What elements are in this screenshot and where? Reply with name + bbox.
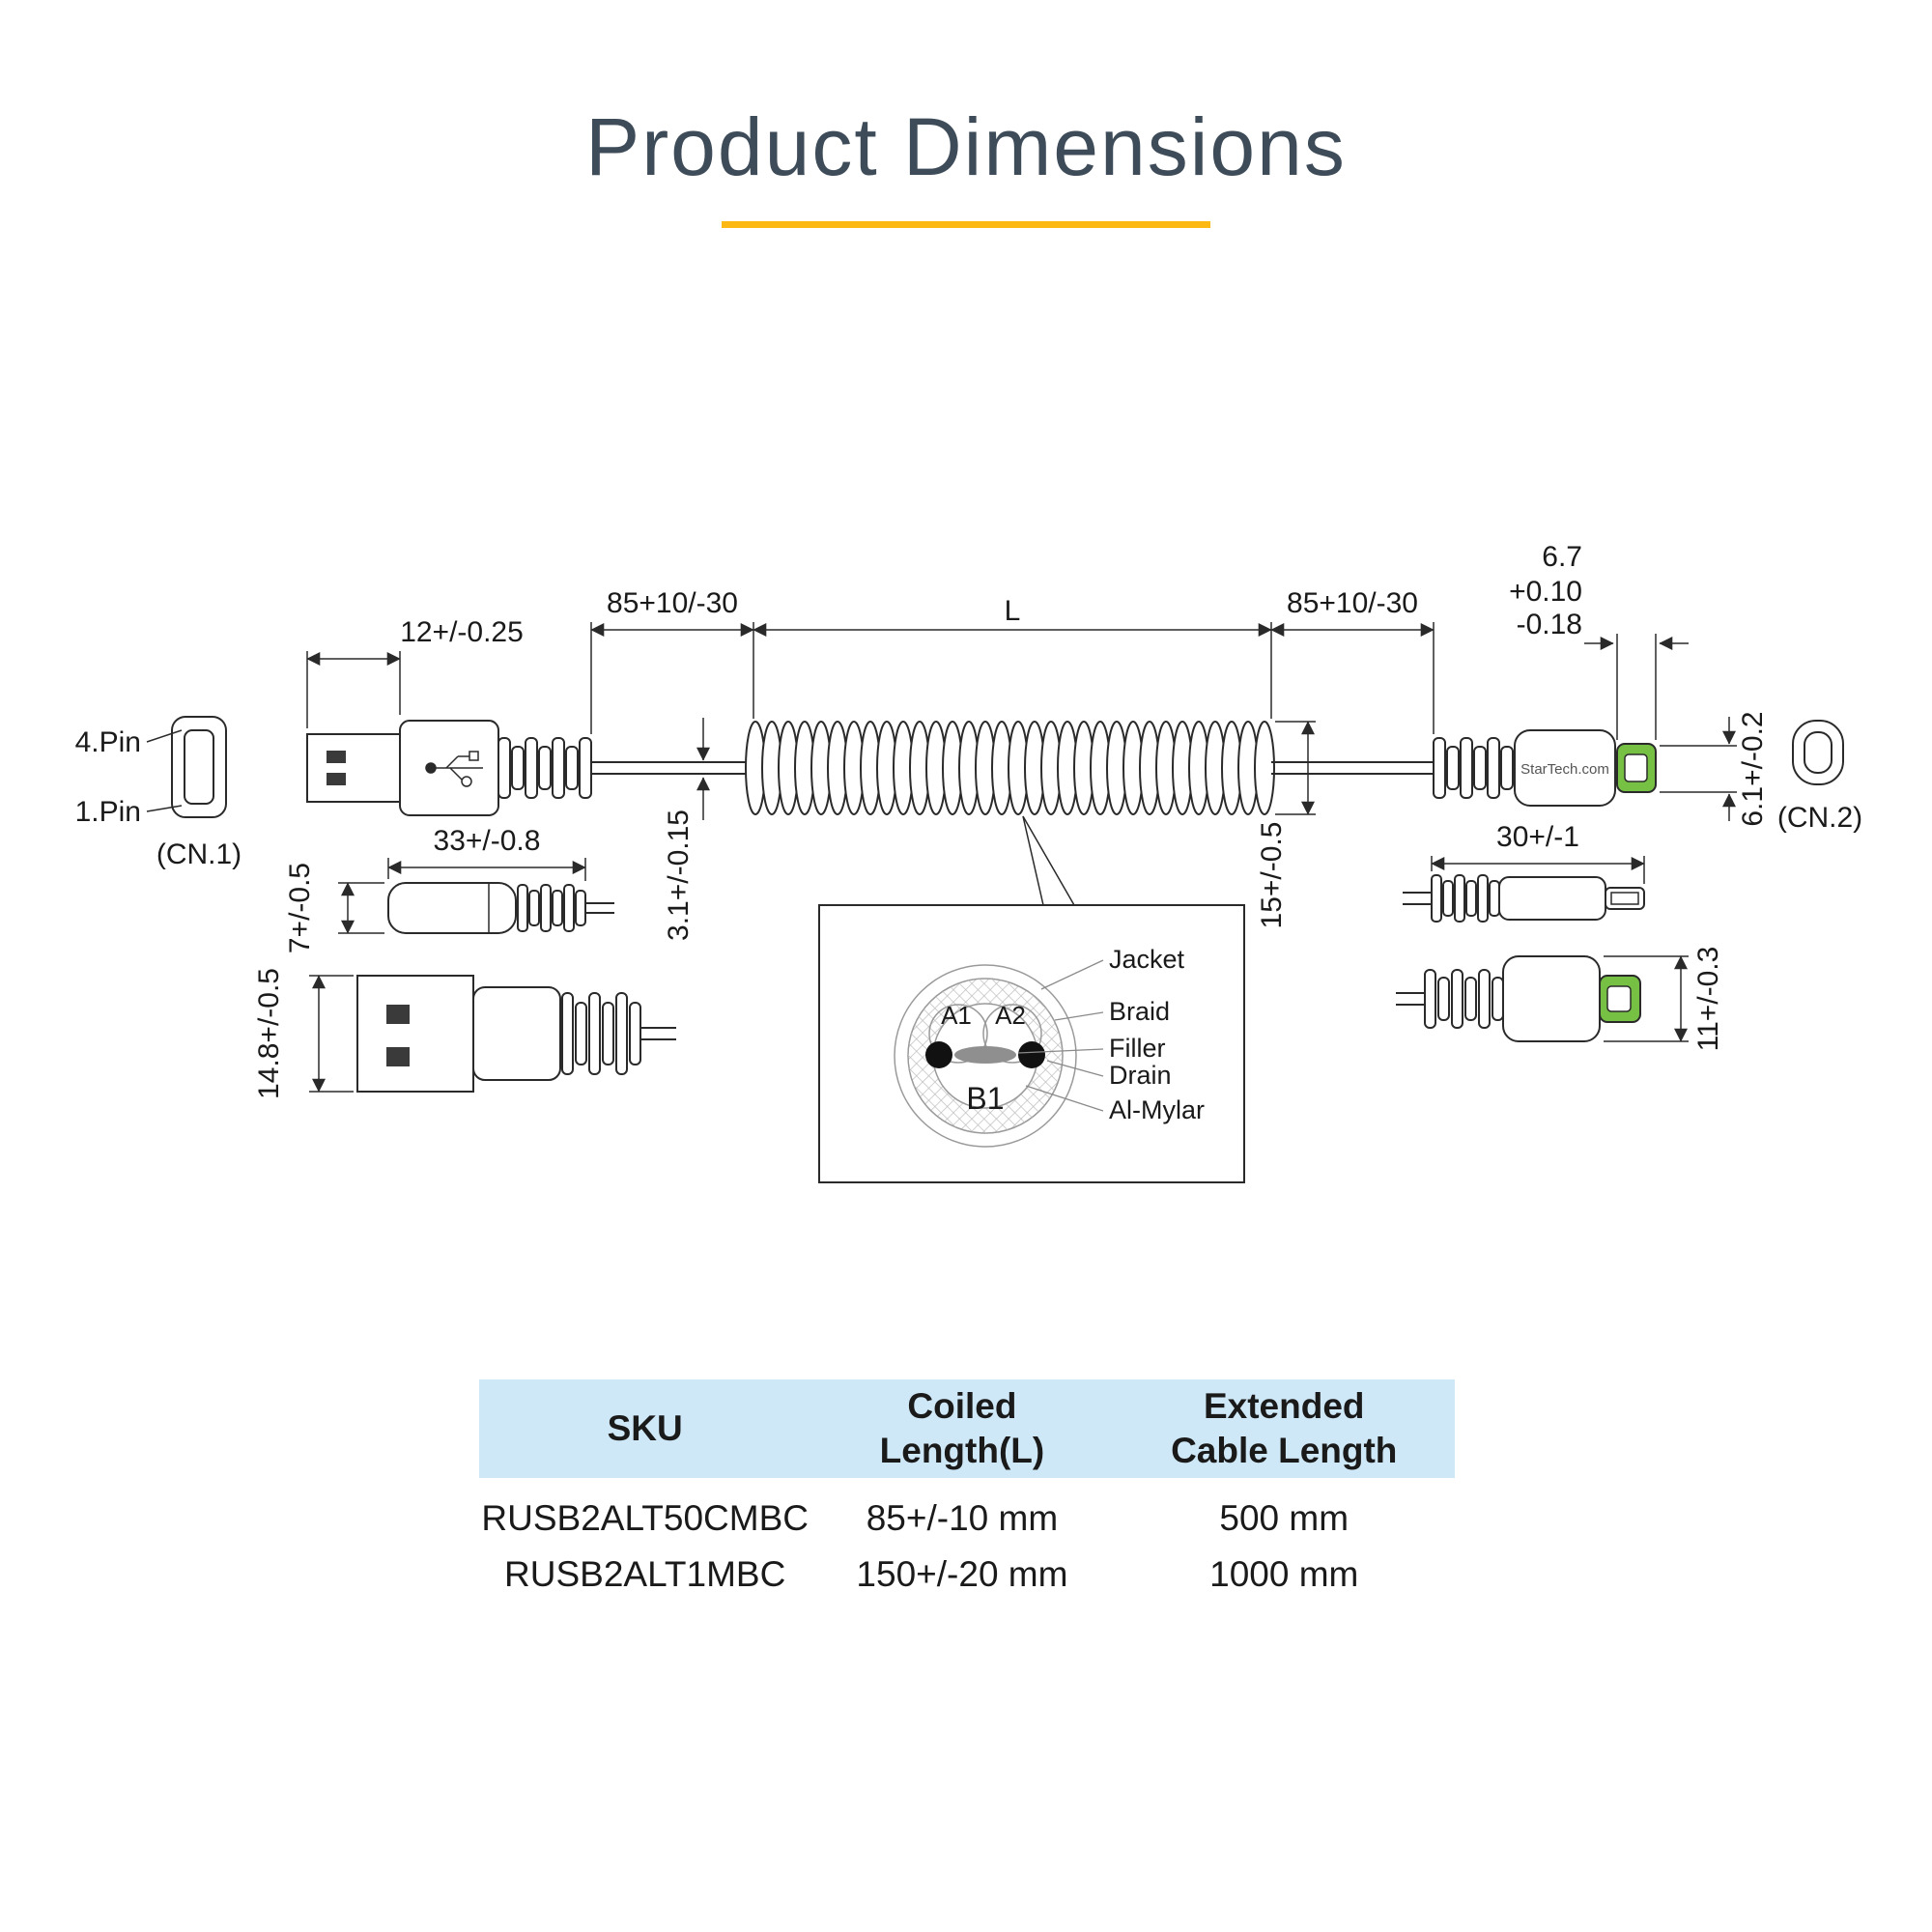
a2-label: A2 <box>995 1001 1026 1030</box>
page-header: Product Dimensions <box>0 100 1932 228</box>
usb-overmold-height-value: 7+/-0.5 <box>284 863 316 953</box>
usb-side-view-thin <box>387 882 614 934</box>
cross-section-labels: Jacket Braid Filler Drain Al-Mylar <box>1017 945 1205 1124</box>
coil-length-label: L <box>1005 595 1021 627</box>
filler-label: Filler <box>1109 1034 1166 1063</box>
cell-extended-length: 1000 mm <box>1209 1554 1359 1594</box>
al-mylar-label: Al-Mylar <box>1109 1095 1205 1124</box>
usb-shell-window <box>386 1047 410 1066</box>
conductor-a2 <box>982 1004 1042 1064</box>
usb-plug-height-value: 14.8+/-0.5 <box>253 968 285 1099</box>
dim-lightning-body-height: 11+/-0.3 <box>1604 947 1724 1052</box>
header-sku: SKU <box>479 1379 811 1478</box>
coil-od-value: 15+/-0.5 <box>1256 822 1288 929</box>
cell-extended-length: 500 mm <box>1219 1498 1350 1538</box>
lightning-tip-height-value: 6.1+/-0.2 <box>1737 711 1769 826</box>
cn2-front-view: (CN.2) <box>1777 720 1862 834</box>
strain-relief-left <box>497 737 592 799</box>
lightning-length-value: 30+/-1 <box>1496 821 1579 853</box>
jacket-label: Jacket <box>1109 945 1185 974</box>
title-underline <box>722 221 1210 228</box>
cross-section-callout: A1 A2 B1 Jacket Braid Filler Drain Al-My… <box>818 815 1245 1183</box>
header-coiled-length: Coiled Length(L) <box>810 1379 1114 1478</box>
lightning-body-height-value: 11+/-0.3 <box>1692 947 1724 1052</box>
cn2-label: (CN.2) <box>1777 802 1862 834</box>
strain-relief-right <box>1433 737 1514 799</box>
dim-coil-lead-left: 85+10/-30 <box>590 587 754 734</box>
drain-wire-right <box>1018 1041 1045 1068</box>
tip-width-tol-plus: +0.10 <box>1509 576 1582 608</box>
pin1-label: 1.Pin <box>75 796 141 828</box>
usb-side-view-wide <box>356 975 676 1093</box>
cn1-label: (CN.1) <box>156 838 242 870</box>
dim-coil-length: L <box>753 595 1272 637</box>
cell-coiled-length: 85+/-10 mm <box>866 1498 1059 1538</box>
tip-width-tol-minus: -0.18 <box>1517 609 1582 640</box>
cable-cross-section: A1 A2 B1 <box>894 964 1077 1148</box>
conductor-a1 <box>928 1004 988 1064</box>
cell-sku: RUSB2ALT50CMBC <box>481 1498 809 1538</box>
dim-lightning-tip-height: 6.1+/-0.2 <box>1660 711 1769 827</box>
coil-lead-right-value: 85+10/-30 <box>1287 587 1418 619</box>
dim-coil-lead-right: 85+10/-30 <box>1270 587 1435 734</box>
dim-usb-overmold-height: 7+/-0.5 <box>284 863 384 953</box>
usb-a-top-view <box>306 720 499 816</box>
usb-shell-window <box>386 1005 410 1024</box>
dim-coil-od: 15+/-0.5 <box>1256 721 1316 929</box>
header-extended-length: Extended Cable Length <box>1113 1379 1455 1478</box>
cable-right <box>1271 761 1434 775</box>
filler-shape <box>954 1046 1016 1064</box>
lightning-side-view-wide <box>1396 955 1641 1042</box>
usb-shell-window <box>327 751 346 763</box>
dim-tip-width: 6.7 +0.10 -0.18 <box>1509 541 1689 740</box>
cable-left <box>591 761 753 775</box>
coil-lead-left-value: 85+10/-30 <box>607 587 738 619</box>
b1-label: B1 <box>966 1081 1004 1116</box>
drain-wire-left <box>925 1041 952 1068</box>
table-header-row: SKU Coiled Length(L) Extended Cable Leng… <box>479 1379 1455 1478</box>
lightning-tip <box>1616 743 1657 793</box>
page-title: Product Dimensions <box>585 101 1347 192</box>
cell-sku: RUSB2ALT1MBC <box>504 1554 786 1594</box>
dim-usb-plug-height: 14.8+/-0.5 <box>253 968 354 1099</box>
table-row: RUSB2ALT1MBC 150+/-20 mm 1000 mm <box>479 1547 1455 1603</box>
usb-shell-window <box>327 773 346 785</box>
table-row: RUSB2ALT50CMBC 85+/-10 mm 500 mm <box>479 1478 1455 1547</box>
pin4-label: 4.Pin <box>75 726 141 758</box>
tip-width-value: 6.7 <box>1542 541 1582 573</box>
usb-trident-icon <box>425 751 483 787</box>
dim-usb-plug-width: 12+/-0.25 <box>306 616 524 728</box>
cn1-front-view: 4.Pin 1.Pin (CN.1) <box>75 716 242 870</box>
cell-coiled-length: 150+/-20 mm <box>856 1554 1068 1594</box>
dim-cable-od: 3.1+/-0.15 <box>663 718 710 941</box>
lightning-side-view-thin <box>1403 874 1645 923</box>
braid-label: Braid <box>1109 997 1170 1026</box>
usb-plug-width-value: 12+/-0.25 <box>400 616 524 648</box>
drain-label: Drain <box>1109 1061 1172 1090</box>
lightning-tip <box>1599 975 1641 1023</box>
lightning-connector: StarTech.com <box>1514 729 1657 807</box>
brand-label: StarTech.com <box>1520 761 1609 778</box>
spec-table: SKU Coiled Length(L) Extended Cable Leng… <box>479 1379 1455 1603</box>
dim-usb-overmold-length: 33+/-0.8 <box>387 825 586 881</box>
a1-label: A1 <box>941 1001 972 1030</box>
cable-od-value: 3.1+/-0.15 <box>663 810 695 941</box>
usb-overmold-length-value: 33+/-0.8 <box>434 825 541 857</box>
dim-lightning-length: 30+/-1 <box>1431 821 1645 884</box>
coil-loops <box>745 721 1275 815</box>
